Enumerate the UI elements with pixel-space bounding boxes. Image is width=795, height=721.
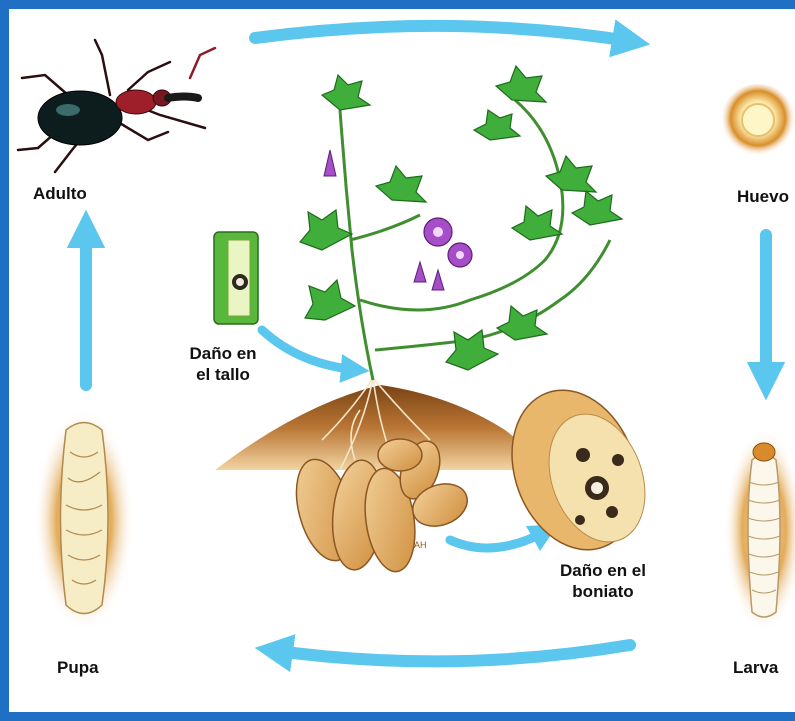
- artist-mark: AH: [414, 540, 427, 550]
- arrow-adult-to-egg: [255, 26, 635, 42]
- egg-illustration: [720, 84, 795, 160]
- label-adult: Adulto: [33, 183, 87, 204]
- label-stem-damage-line2: el tallo: [188, 364, 258, 385]
- label-root-damage-line2: boniato: [548, 581, 658, 602]
- pupa-illustration: [34, 408, 134, 632]
- label-pupa: Pupa: [57, 657, 99, 678]
- larva-illustration: [724, 428, 795, 632]
- arrow-root-damage: [450, 530, 548, 548]
- arrow-larva-to-pupa: [270, 645, 630, 661]
- arrow-stem-damage: [262, 330, 358, 370]
- weevil-adult-illustration: [18, 40, 215, 172]
- label-root-damage-line1: Daño en el: [548, 560, 658, 581]
- label-stem-damage: Daño en el tallo: [188, 343, 258, 385]
- label-stem-damage-line1: Daño en: [188, 343, 258, 364]
- stem-cross-section-illustration: [214, 232, 258, 324]
- label-root-damage: Daño en el boniato: [548, 560, 658, 602]
- label-egg: Huevo: [737, 186, 789, 207]
- sweet-potato-damage-illustration: [491, 372, 662, 567]
- label-larva: Larva: [733, 657, 778, 678]
